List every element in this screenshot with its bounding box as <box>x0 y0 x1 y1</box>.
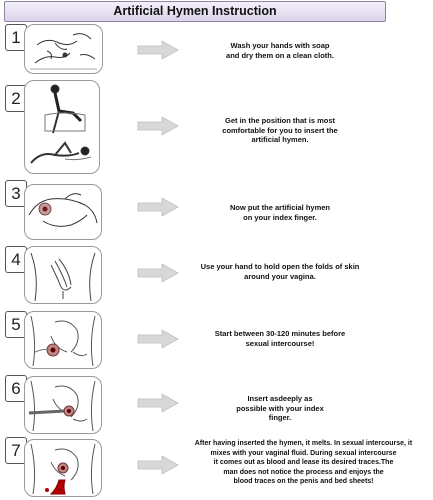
title-bar: Artificial Hymen Instruction <box>4 1 386 22</box>
step-5-illustration <box>24 311 102 369</box>
step-7-text: After having inserted the hymen, it melt… <box>194 440 413 485</box>
step-4-number: 4 <box>5 246 27 273</box>
step-5-number: 5 <box>5 311 27 338</box>
step-1-illustration <box>24 24 103 74</box>
step-5-arrow <box>137 329 179 349</box>
step-2-illustration <box>24 80 100 174</box>
step-3-illustration <box>24 184 102 240</box>
step-1-text: Wash your hands with soap and dry them o… <box>226 41 334 60</box>
step-4-text: Use your hand to hold open the folds of … <box>200 262 360 281</box>
step-3-text: Now put the artificial hymen on your ind… <box>229 203 330 222</box>
step-3-arrow <box>137 197 179 217</box>
page-title: Artificial Hymen Instruction <box>113 4 277 18</box>
step-6-illustration <box>24 376 102 434</box>
step-4-illustration <box>24 246 102 304</box>
step-6-arrow <box>137 393 179 413</box>
step-1-arrow <box>137 40 179 60</box>
step-7-arrow <box>137 455 179 475</box>
step-6-text: Insert asdeeply as possible with your in… <box>236 394 324 422</box>
step-4-arrow <box>137 263 179 283</box>
step-7-illustration <box>24 439 102 497</box>
step-5-text: Start between 30-120 minutes before sexu… <box>214 329 346 348</box>
step-2-arrow <box>137 116 179 136</box>
step-2-text: Get in the position that is most comfort… <box>222 116 338 144</box>
